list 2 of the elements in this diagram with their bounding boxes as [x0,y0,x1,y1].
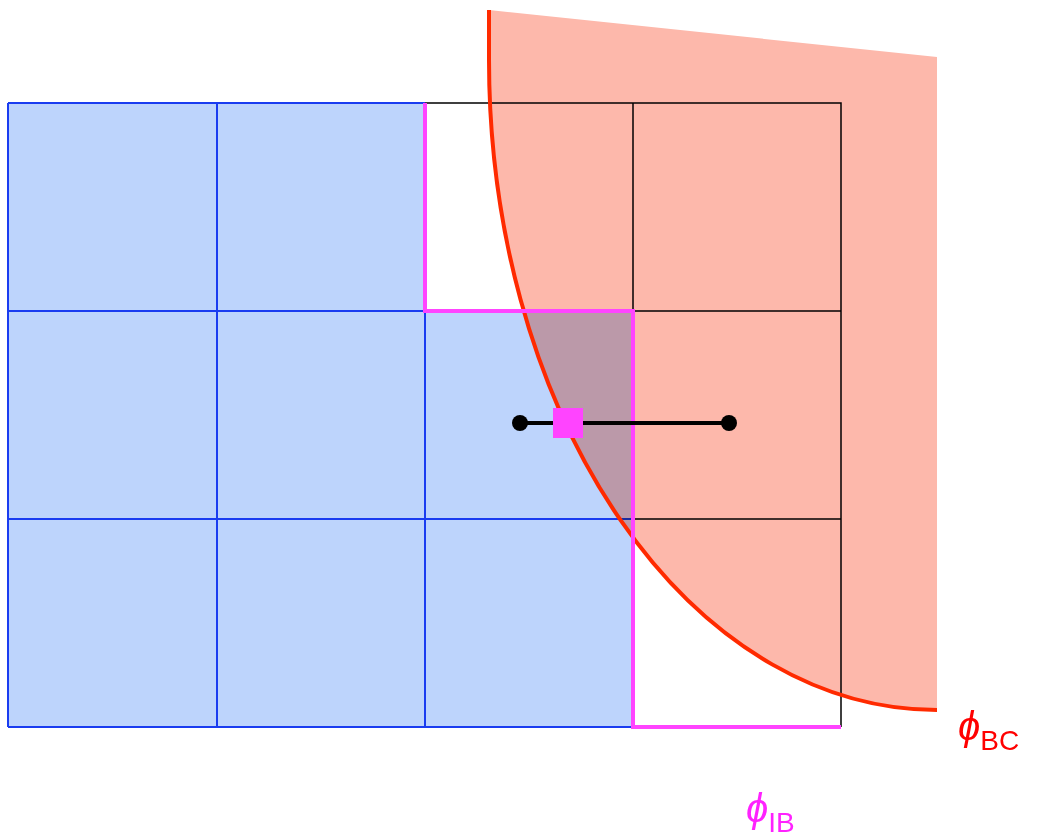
symbol-label: ϕ$_{BC}$ [958,706,1020,755]
symbol-label: ϕ$_{IB}$ [746,788,795,832]
